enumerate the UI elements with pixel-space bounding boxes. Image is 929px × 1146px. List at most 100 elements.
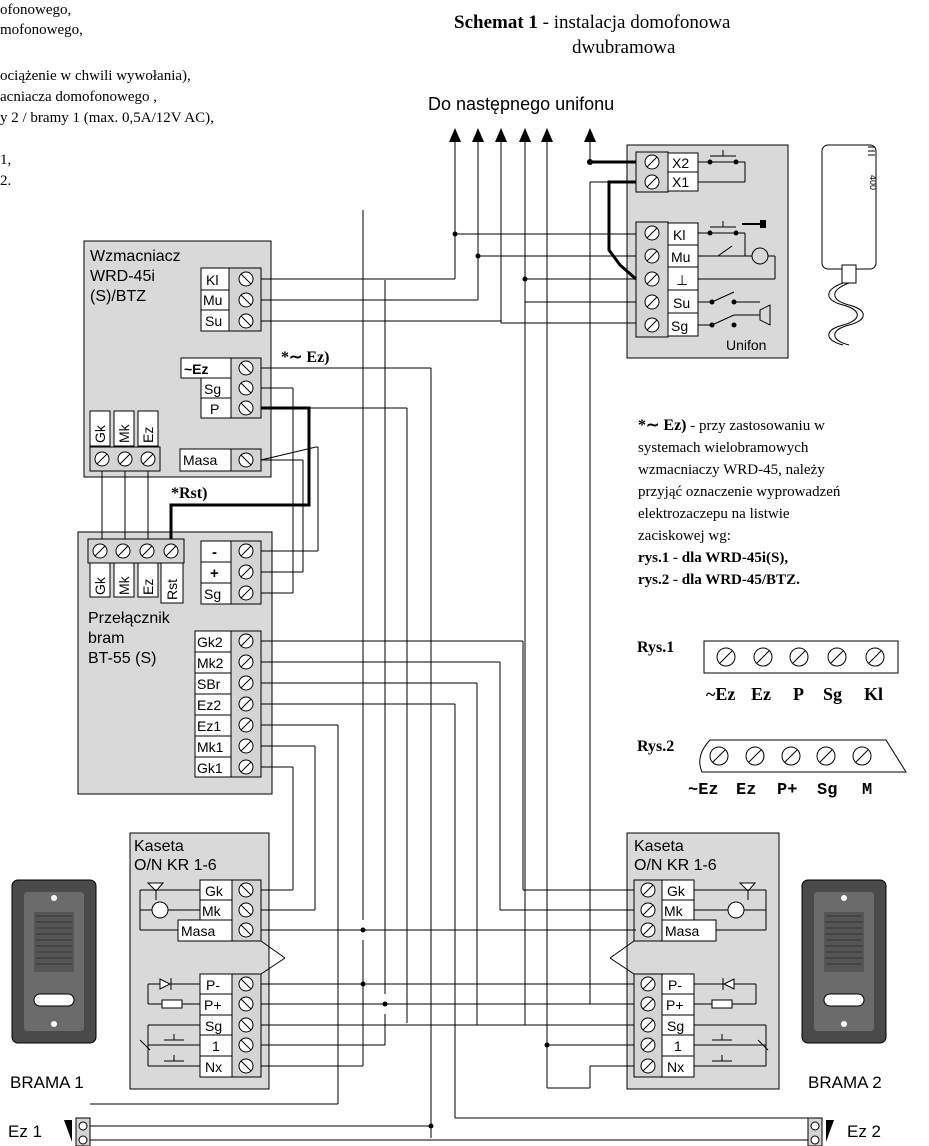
kaseta-right-mk: Mk	[664, 903, 684, 919]
gate-panel-left	[11, 879, 97, 1044]
kaseta-left-components	[139, 882, 200, 1067]
switch-terminal-mk2: Mk2	[197, 655, 224, 671]
gate-left-label: BRAMA 1	[10, 1073, 84, 1092]
amplifier-terminals-top: Kl Mu Su	[200, 267, 262, 332]
junction-dots	[360, 231, 550, 1129]
unifon-terminal-sg: Sg	[671, 318, 688, 334]
switch-top-terminals: Gk Mk Ez Rst	[87, 538, 185, 604]
title-bold: Schemat 1	[454, 12, 538, 33]
amp-terminal-p: P	[210, 401, 219, 417]
top-left-line-5: y 2 / bramy 1 (max. 0,5A/12V AC),	[0, 110, 214, 126]
kaseta-right-components	[694, 882, 769, 1067]
switch-terminal-gk: Gk	[92, 576, 108, 595]
switch-terminal-sg: Sg	[204, 586, 221, 602]
next-unifon-label: Do następnego unifonu	[428, 94, 614, 114]
kaseta-right-p-minus: P-	[668, 977, 682, 993]
switch-name-2: bram	[88, 630, 124, 647]
top-left-text: ofonowego, mofonowego, ociążenie w chwil…	[0, 2, 214, 189]
amplifier-name-1: Wzmacniacz	[90, 248, 181, 265]
handset-icon: 400	[821, 144, 878, 346]
footnote-bold-1: rys.1 - dla WRD-45i(S),	[638, 550, 788, 566]
footnote-text-1: - przy zastosowaniu w	[687, 418, 825, 434]
rys1-terminal-5: Kl	[864, 684, 883, 704]
gate-panel-right	[801, 879, 887, 1044]
kaseta-left-masa: Masa	[181, 923, 215, 939]
switch-terminal-mk1: Mk1	[197, 739, 224, 755]
kaseta-left-1: 1	[212, 1038, 220, 1054]
unifon-terminal-su: Su	[673, 295, 690, 311]
rys2-terminal-1: ~Ez	[688, 781, 719, 800]
top-left-line-1: ofonowego,	[0, 2, 71, 18]
unifon-dots	[587, 159, 739, 328]
amp-terminal-ez: Ez	[140, 427, 156, 443]
kaseta-left-name-1: Kaseta	[134, 838, 184, 855]
diagram-title: Schemat 1 - instalacja domofonowa	[454, 12, 731, 33]
ez2-terminal: Ez 2	[807, 1117, 881, 1146]
ez2-label: Ez 2	[847, 1122, 881, 1141]
rys1-terminal-1: ~Ez	[706, 684, 735, 704]
unifon-label: Unifon	[726, 337, 766, 353]
rys2-screws	[709, 746, 872, 766]
kaseta-left-terminals-bottom: P- P+ Sg 1 Nx	[199, 973, 262, 1078]
kaseta-left-sg: Sg	[205, 1018, 222, 1034]
gate-right-label: BRAMA 2	[808, 1073, 882, 1092]
rys2-strip	[699, 739, 907, 773]
amp-terminal-ez-ac: ~Ez	[184, 361, 209, 377]
switch-terminal-rst: Rst	[164, 579, 180, 600]
switch-terminal-gk1: Gk1	[197, 760, 223, 776]
kaseta-right-masa: Masa	[665, 923, 699, 939]
rys2-terminal-2: Ez	[736, 781, 756, 800]
rys2-terminal-labels: ~Ez Ez P+ Sg M	[688, 781, 872, 800]
amplifier-masa: Masa	[179, 448, 262, 472]
arrows	[449, 128, 596, 142]
title-line-2: dwubramowa	[572, 37, 676, 58]
footnote-line-6: zaciskowej wg:	[638, 528, 731, 544]
switch-terminal-sbr: SBr	[197, 676, 221, 692]
switch-name-3: BT-55 (S)	[88, 650, 156, 667]
kaseta-right-gk: Gk	[667, 883, 686, 899]
switch-terminal-gk2: Gk2	[197, 634, 223, 650]
arrow-up-3	[495, 128, 507, 142]
rys1-screws	[716, 647, 885, 667]
title-rest: - instalacja domofonowa	[538, 12, 731, 33]
arrow-up-6	[584, 128, 596, 142]
switch-terminal-plus: +	[210, 565, 219, 582]
arrow-up-2	[472, 128, 484, 142]
rys1-terminal-labels: ~Ez Ez P Sg Kl	[706, 684, 883, 704]
top-left-line-7: 2.	[0, 173, 11, 189]
footnote-line-4: przyjąć oznaczenie wyprowadzeń	[638, 484, 841, 500]
unifon-internal-contacts	[698, 150, 776, 326]
rys1-terminal-3: P	[793, 684, 804, 704]
amplifier-name-2: WRD-45i	[90, 268, 155, 285]
kaseta-left-p-minus: P-	[206, 977, 220, 993]
amp-terminal-mk: Mk	[116, 423, 132, 443]
footnote-bold-2: rys.2 - dla WRD-45/BTZ.	[638, 572, 800, 588]
kaseta-right-name-2: O/N KR 1-6	[634, 857, 717, 874]
kaseta-left-p-plus: P+	[204, 997, 222, 1013]
footnote-line-2: systemach wielobramowych	[638, 440, 809, 456]
kaseta-right-1: 1	[674, 1038, 682, 1054]
kaseta-right-terminals-bottom: P- P+ Sg 1 Nx	[633, 973, 695, 1078]
amp-terminal-masa: Masa	[183, 452, 217, 468]
ez1-terminal: Ez 1	[8, 1117, 91, 1146]
rst-thick-wire	[169, 160, 637, 539]
key-icon	[742, 220, 766, 228]
kaseta-left-terminals-top: Gk Mk Masa	[177, 879, 262, 942]
kaseta-left-gk: Gk	[205, 883, 224, 899]
footnote-line-1: *∼ Ez) - przy zastosowaniu w	[638, 417, 825, 434]
switch-terminal-ez2: Ez2	[197, 697, 221, 713]
switch-name-1: Przełącznik	[88, 610, 171, 627]
top-left-line-2: mofonowego,	[0, 22, 83, 38]
rys2-terminal-4: Sg	[817, 781, 837, 800]
kaseta-right-nx: Nx	[667, 1059, 684, 1075]
switch-power-terminals: - + Sg	[200, 540, 262, 605]
unifon-terminal-x2: X2	[672, 155, 689, 171]
footnote-line-5: elektrozaczepu na listwie	[638, 506, 790, 522]
arrow-up-4	[519, 128, 531, 142]
kaseta-right-terminals-top: Gk Mk Masa	[633, 879, 717, 942]
unifon-terminal-kl: Kl	[673, 227, 685, 243]
kaseta-left-name-2: O/N KR 1-6	[134, 857, 217, 874]
top-left-line-3: ociążenie w chwili wywołania),	[0, 68, 191, 84]
kaseta-right-sg: Sg	[667, 1018, 684, 1034]
